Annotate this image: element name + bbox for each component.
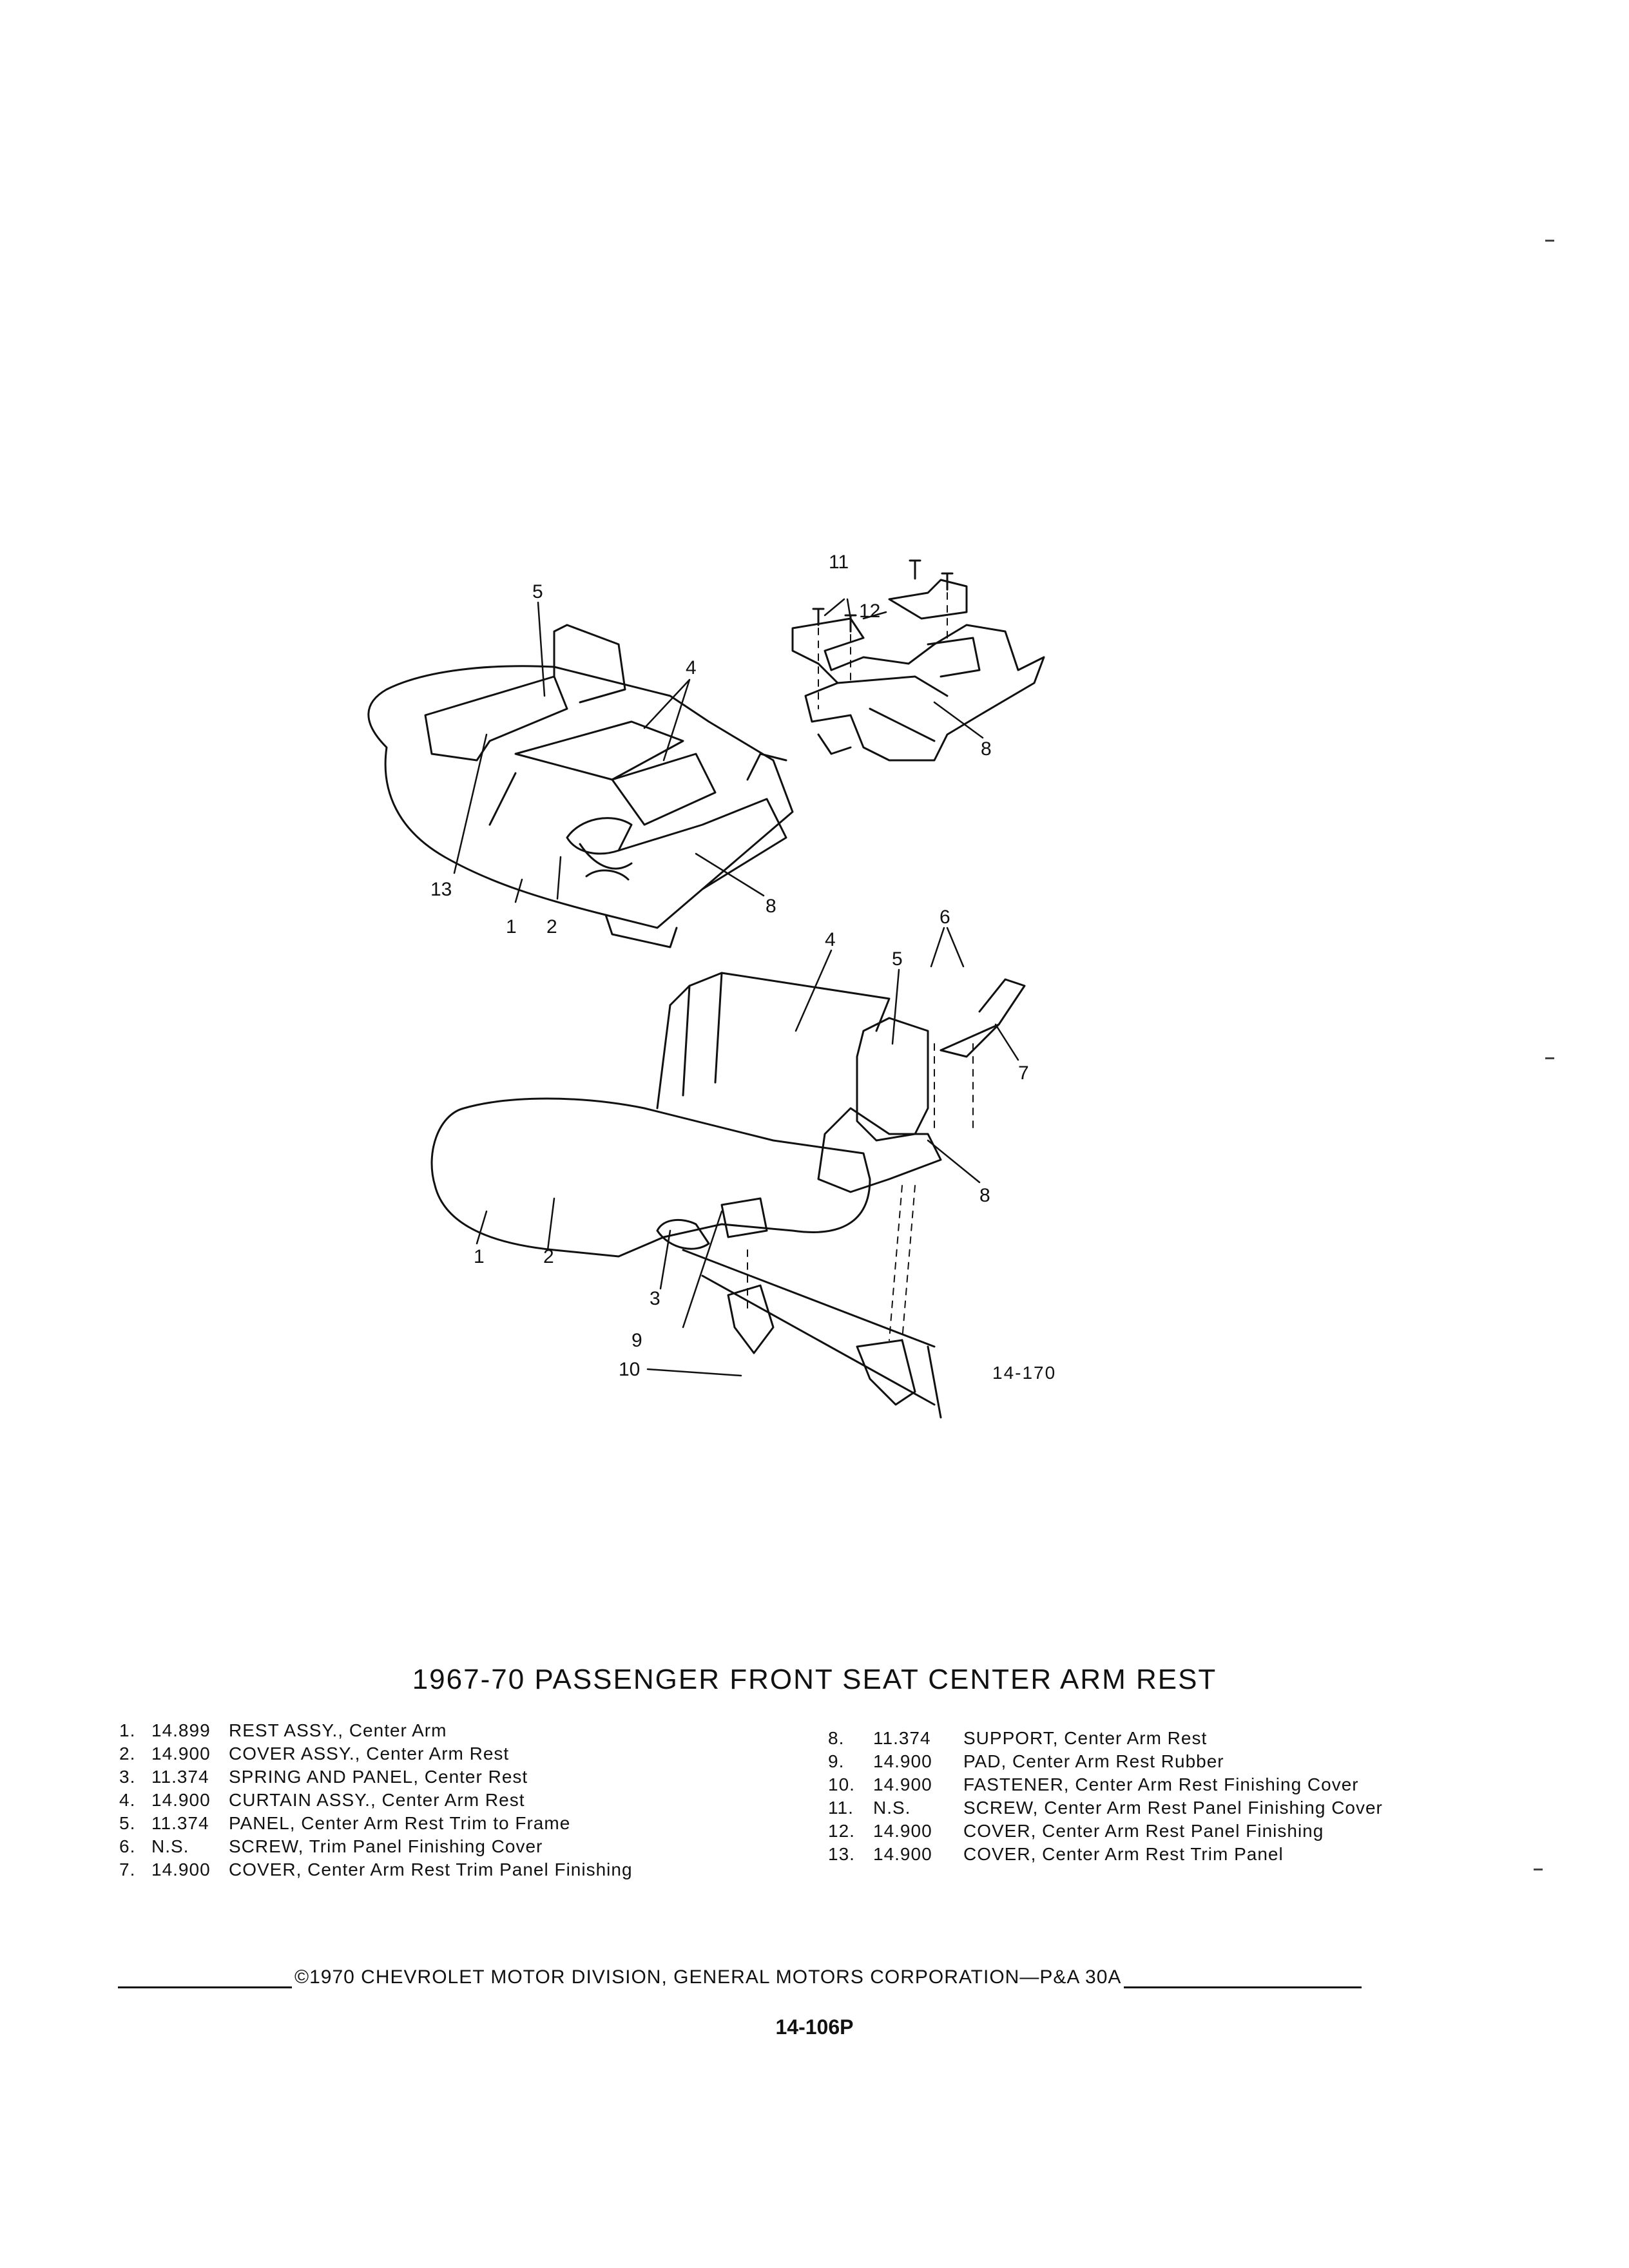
- callout-12: 12: [859, 601, 880, 622]
- part-number: 11.: [828, 1798, 854, 1818]
- part-number: 12.: [828, 1821, 855, 1841]
- part-description: CURTAIN ASSY., Center Arm Rest: [229, 1790, 525, 1810]
- page-number: 14-106P: [775, 2015, 854, 2039]
- part-code: 11.374: [151, 1813, 209, 1833]
- edge-mark: [1545, 1057, 1554, 1059]
- part-number: 4.: [119, 1790, 136, 1810]
- part-number: 5.: [119, 1813, 136, 1833]
- parts-list-item: 13. 14.900 COVER, Center Arm Rest Trim Pan…: [828, 1843, 1472, 1866]
- edge-mark: [1534, 1869, 1543, 1870]
- upper-support-bracket: [791, 559, 1045, 762]
- callout-2-lower: 2: [543, 1246, 554, 1267]
- part-number: 9.: [828, 1751, 845, 1771]
- part-number: 2.: [119, 1744, 136, 1763]
- callout-1-lower: 1: [474, 1246, 485, 1267]
- callout-4-upper: 4: [686, 657, 697, 678]
- parts-list-item: 6. N.S. SCREW, Trim Panel Finishing Cover: [119, 1835, 796, 1858]
- figure-code: 14-170: [992, 1363, 1056, 1383]
- parts-list-item: 1. 14.899 REST ASSY., Center Arm: [119, 1719, 796, 1742]
- part-description: COVER ASSY., Center Arm Rest: [229, 1744, 510, 1763]
- page-title: 1967-70 PASSENGER FRONT SEAT CENTER ARM …: [412, 1664, 1217, 1695]
- part-description: COVER, Center Arm Rest Trim Panel Finish…: [229, 1860, 633, 1879]
- part-description: REST ASSY., Center Arm: [229, 1720, 447, 1740]
- callout-10: 10: [619, 1359, 640, 1380]
- callout-7: 7: [1018, 1062, 1029, 1084]
- part-code: 14.900: [873, 1844, 932, 1864]
- part-code: N.S.: [873, 1798, 911, 1818]
- callout-9: 9: [631, 1330, 642, 1351]
- parts-list-item: 9. 14.900 PAD, Center Arm Rest Rubber: [828, 1750, 1472, 1773]
- part-description: PANEL, Center Arm Rest Trim to Frame: [229, 1813, 571, 1833]
- part-description: COVER, Center Arm Rest Trim Panel: [963, 1844, 1284, 1864]
- part-number: 7.: [119, 1860, 136, 1879]
- callout-8-lower: 8: [979, 1185, 990, 1206]
- part-code: 11.374: [873, 1728, 931, 1748]
- upper-armrest-assembly: [367, 624, 794, 948]
- callout-1-upper: 1: [506, 916, 517, 937]
- part-code: N.S.: [151, 1836, 189, 1856]
- part-number: 1.: [119, 1720, 136, 1740]
- callout-13: 13: [430, 879, 452, 900]
- part-description: COVER, Center Arm Rest Panel Finishing: [963, 1821, 1324, 1841]
- callout-11: 11: [829, 552, 849, 573]
- part-number: 10.: [828, 1774, 855, 1794]
- parts-list-item: 12. 14.900 COVER, Center Arm Rest Panel Fi…: [828, 1820, 1472, 1843]
- callout-8-upper-left: 8: [766, 896, 776, 917]
- part-description: SCREW, Trim Panel Finishing Cover: [229, 1836, 543, 1856]
- part-number: 8.: [828, 1728, 845, 1748]
- callout-2-upper: 2: [546, 916, 557, 937]
- part-code: 14.900: [873, 1821, 932, 1841]
- footer-rule-left: [118, 1974, 292, 1988]
- copyright-text: ©1970 CHEVROLET MOTOR DIVISION, GENERAL …: [294, 1966, 1122, 1988]
- parts-list-item: 8. 11.374 SUPPORT, Center Arm Rest: [828, 1727, 1472, 1750]
- parts-list-item: 11. N.S. SCREW, Center Arm Rest Panel Fini…: [828, 1796, 1472, 1820]
- callout-5-lower: 5: [892, 948, 903, 970]
- part-code: 14.900: [873, 1774, 932, 1794]
- parts-list-item: 4. 14.900 CURTAIN ASSY., Center Arm Rest: [119, 1789, 796, 1812]
- part-code: 14.900: [151, 1860, 211, 1879]
- callout-4-lower: 4: [825, 929, 836, 950]
- part-description: PAD, Center Arm Rest Rubber: [963, 1751, 1224, 1771]
- footer-rule-right: [1124, 1974, 1362, 1988]
- copyright-footer: ©1970 CHEVROLET MOTOR DIVISION, GENERAL …: [118, 1966, 1362, 1988]
- parts-list-item: 2. 14.900 COVER ASSY., Center Arm Rest: [119, 1742, 796, 1765]
- edge-mark: [1545, 240, 1554, 242]
- part-number: 6.: [119, 1836, 136, 1856]
- parts-list-item: 5. 11.374 PANEL, Center Arm Rest Trim to F…: [119, 1812, 796, 1835]
- callout-8-upper-right: 8: [981, 738, 992, 760]
- part-description: FASTENER, Center Arm Rest Finishing Cove…: [963, 1774, 1359, 1794]
- part-description: SPRING AND PANEL, Center Rest: [229, 1767, 528, 1787]
- exploded-view-diagram: 5 4 13 1 2 8 11 12 8 6 4 5 7 8 1 2 3 9 1…: [367, 552, 1056, 1419]
- callout-3: 3: [650, 1288, 660, 1309]
- part-code: 11.374: [151, 1767, 209, 1787]
- parts-list-item: 7. 14.900 COVER, Center Arm Rest Trim Pane…: [119, 1858, 796, 1881]
- callout-6: 6: [940, 907, 950, 928]
- callout-5-upper: 5: [532, 581, 543, 602]
- part-number: 3.: [119, 1767, 136, 1787]
- lower-armrest-assembly: [430, 972, 1026, 1419]
- part-description: SUPPORT, Center Arm Rest: [963, 1728, 1208, 1748]
- part-description: SCREW, Center Arm Rest Panel Finishing C…: [963, 1798, 1383, 1818]
- part-number: 13.: [828, 1844, 855, 1864]
- part-code: 14.900: [873, 1751, 932, 1771]
- part-code: 14.900: [151, 1744, 211, 1763]
- part-code: 14.899: [151, 1720, 211, 1740]
- parts-list-item: 3. 11.374 SPRING AND PANEL, Center Rest: [119, 1765, 796, 1789]
- part-code: 14.900: [151, 1790, 211, 1810]
- parts-list-item: 10. 14.900 FASTENER, Center Arm Rest Finis…: [828, 1773, 1472, 1796]
- parts-list-right: 8. 11.374 SUPPORT, Center Arm Rest 9. 14.900…: [828, 1727, 1472, 1866]
